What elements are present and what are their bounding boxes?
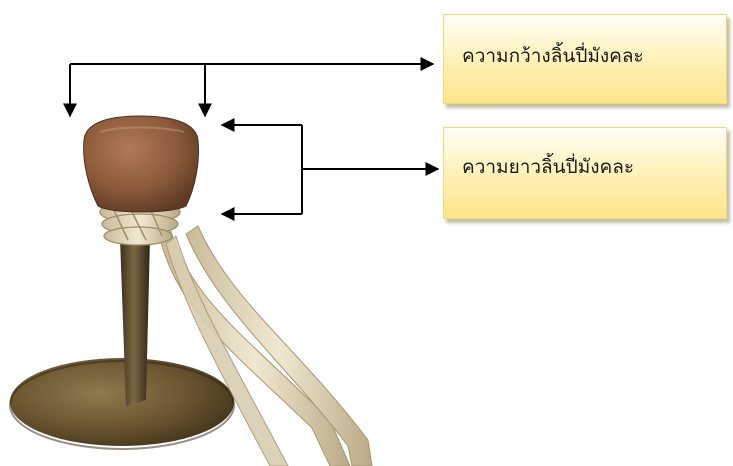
width-label: ความกว้างลิ้นปี่มังคละ	[462, 41, 644, 71]
width-label-box: ความกว้างลิ้นปี่มังคละ	[443, 14, 727, 104]
length-label-box: ความยาวลิ้นปี่มังคละ	[443, 127, 727, 219]
length-arrow	[222, 125, 438, 214]
brass-disc	[10, 358, 234, 446]
width-arrow	[70, 64, 433, 116]
length-label: ความยาวลิ้นปี่มังคละ	[462, 152, 634, 182]
